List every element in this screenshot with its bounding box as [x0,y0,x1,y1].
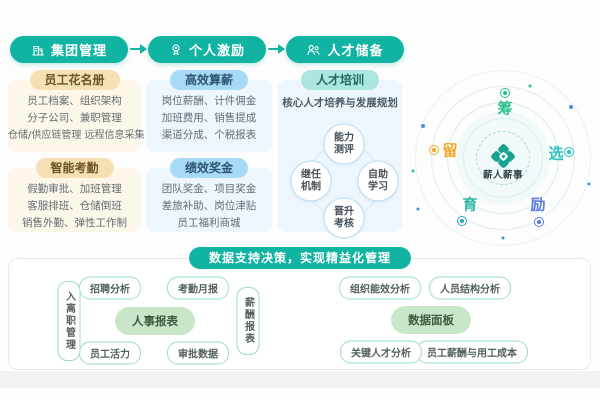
training-subtitle: 核心人才培养与发展规划 [282,97,398,109]
card-item: 客服排班、仓储倒班 [27,200,122,212]
map-node-attendance-monthly: 考勤月报 [167,276,229,300]
map-node-employee-vitality: 员工活力 [79,341,141,365]
stage-marker-icon [429,145,439,155]
flow-step-label: 集团管理 [50,44,107,59]
map-node-key-talent-analysis: 关键人才分析 [340,340,422,364]
wheel-ring [415,70,591,246]
card-item: 团队奖金、项目奖金 [161,183,257,195]
card-smart-attendance: 智能考勤 假勤审批、加班管理 客服排班、仓储倒班 销售外勤、弹性工作制 [8,158,141,232]
map-node-recruit-analysis: 招聘分析 [79,276,141,300]
building-icon [32,45,44,56]
card-performance-bonus: 绩效奖金 团队奖金、项目奖金 差旅补助、岗位津贴 员工福利商城 [146,158,272,232]
map-node-salary-report: 薪酬报表 [236,287,260,355]
decor-dot [421,124,425,128]
map-node-org-efficiency: 组织能效分析 [339,276,421,300]
wheel-ring [431,86,575,230]
card-item: 仓储/供应链管理 远程信息采集 [8,130,145,141]
card-title-badge: 智能考勤 [35,158,114,178]
medal-icon [172,43,180,55]
card-efficient-payroll: 高效算薪 岗位薪酬、计件佣金 加班费用、销售提成 渠道分成、个税报表 [146,70,272,152]
card-item: 假勤审批、加班管理 [27,183,122,195]
decor-dot [528,84,532,88]
card-item: 岗位薪酬、计件佣金 [161,95,257,107]
decor-dot [587,182,591,186]
map-center-dashboard: 数据面板 [391,306,471,334]
cycle-node-promotion-review: 晋升考核 [323,197,365,239]
flow-step-personal-incentive: 个人激励 [148,36,266,63]
stage-motivate: 励 [530,195,546,214]
stage-marker-icon [457,216,467,226]
decor-dot [411,169,415,173]
page-footer-strip [0,371,600,388]
talent-lifecycle-wheel: 筹 选 励 育 留 薪人薪事 [400,70,600,246]
cycle-node-label: 晋升考核 [334,206,354,230]
card-title-badge: 绩效奖金 [169,158,249,178]
stage-select: 选 [548,144,564,163]
flow-step-group-management: 集团管理 [10,36,128,63]
arrow-right-icon [268,44,285,54]
card-item: 员工福利商城 [177,217,241,229]
flow-step-label: 人才储备 [327,44,384,59]
card-item: 分子公司、兼职管理 [27,112,122,124]
map-node-onboarding-mgmt: 入离职管理 [57,281,81,361]
card-item: 渠道分成、个税报表 [161,129,257,141]
cycle-node-label: 能力测评 [334,132,354,156]
card-talent-training: 人才培训 核心人才培养与发展规划 能力测评 自助学习 晋升考核 继任机制 [278,70,402,239]
cycle-node-assessment: 能力测评 [323,123,365,165]
card-employee-roster: 员工花名册 员工档案、组织架构 分子公司、兼职管理 仓储/供应链管理 远程信息采… [8,70,145,152]
brand-name: 薪人薪事 [482,170,524,181]
map-center-hr-reports: 人事报表 [115,307,195,335]
card-title-badge: 高效算薪 [169,70,249,90]
cycle-node-label: 自助学习 [368,169,388,193]
card-title-badge: 员工花名册 [29,70,120,90]
decor-dot [416,207,420,211]
card-item: 差旅补助、岗位津贴 [161,200,257,212]
stage-retain: 留 [442,141,458,160]
stage-develop: 育 [462,195,478,214]
stage-marker-icon [564,147,574,157]
brand-clover-icon [490,143,516,169]
wheel-ring [476,131,530,185]
wheel-ring [447,102,559,214]
stage-marker-icon [534,217,544,227]
decor-dot [569,105,573,109]
cycle-node-self-learning: 自助学习 [357,160,399,202]
decor-dot [501,236,505,240]
map-node-salary-labor-cost: 员工薪酬与用工成本 [416,340,528,364]
cycle-node-succession: 继任机制 [290,160,332,202]
card-title-badge: 人才培训 [300,70,380,90]
card-item: 加班费用、销售提成 [161,112,257,124]
cycle-node-label: 继任机制 [301,169,321,193]
card-item: 员工档案、组织架构 [27,95,122,107]
flow-step-talent-reserve: 人才储备 [286,36,404,63]
map-node-approval-data: 审批数据 [167,341,229,365]
card-item: 销售外勤、弹性工作制 [22,217,127,229]
stage-recruit: 筹 [497,99,513,118]
flow-step-label: 个人激励 [188,44,245,59]
map-node-headcount-structure: 人员结构分析 [429,276,511,300]
stage-marker-icon [500,88,510,98]
panel-title-badge: 数据支持决策，实现精益化管理 [188,247,412,269]
wheel-ring [463,118,543,198]
arrow-right-icon [130,44,147,54]
people-icon [307,44,320,55]
